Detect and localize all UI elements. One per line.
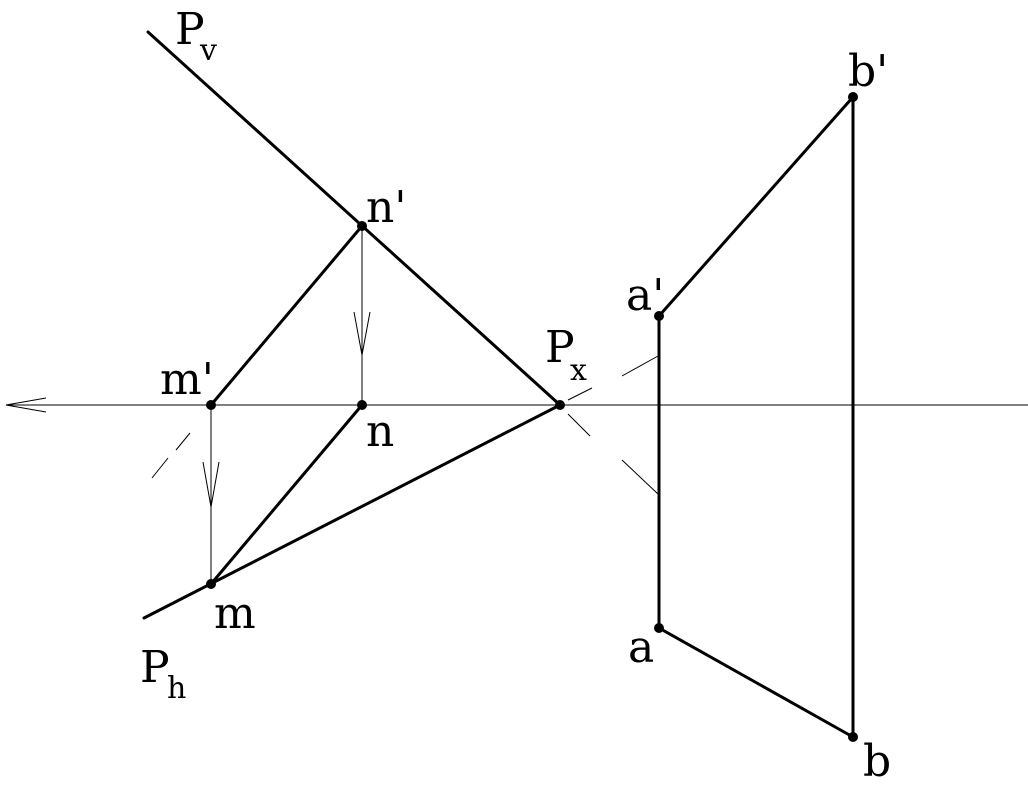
label-n: n	[366, 406, 394, 457]
line-m-n	[209, 403, 364, 586]
projector-arrowhead-n	[353, 311, 371, 356]
ph-extension-dashed	[567, 355, 659, 401]
point-a-prime	[654, 311, 664, 321]
point-b-prime	[848, 92, 858, 102]
label-px: P	[545, 322, 575, 373]
point-m-prime	[206, 400, 216, 410]
pv-extension-dashed	[567, 413, 659, 495]
label-ph: P	[140, 642, 170, 693]
point-n	[357, 400, 367, 410]
label-b: b	[863, 736, 891, 787]
line-a-b	[657, 626, 855, 739]
axis-arrowhead	[5, 397, 47, 413]
projector-arrowhead-m	[202, 461, 220, 508]
label-pv: P	[175, 4, 205, 55]
label-n-prime: n'	[366, 182, 406, 233]
point-n-prime	[357, 221, 367, 231]
mn-prime-extension-dashed	[151, 432, 191, 479]
label-m-prime: m'	[160, 354, 214, 405]
horizontal-trace-ph	[142, 403, 562, 620]
point-a	[654, 623, 664, 633]
label-pv-subscript: v	[199, 33, 217, 68]
point-m	[206, 579, 216, 589]
point-px	[555, 400, 565, 410]
line-a-prime-b-prime	[657, 95, 855, 318]
label-px-subscript: x	[570, 353, 587, 388]
point-b	[848, 732, 858, 742]
line-m-prime-n-prime	[209, 224, 364, 407]
label-b-prime: b'	[848, 46, 888, 97]
label-a: a	[628, 622, 654, 673]
label-ph-subscript: h	[167, 671, 186, 706]
label-a-prime: a'	[626, 270, 664, 321]
label-m: m	[214, 588, 256, 639]
vertical-trace-pv	[146, 30, 562, 407]
